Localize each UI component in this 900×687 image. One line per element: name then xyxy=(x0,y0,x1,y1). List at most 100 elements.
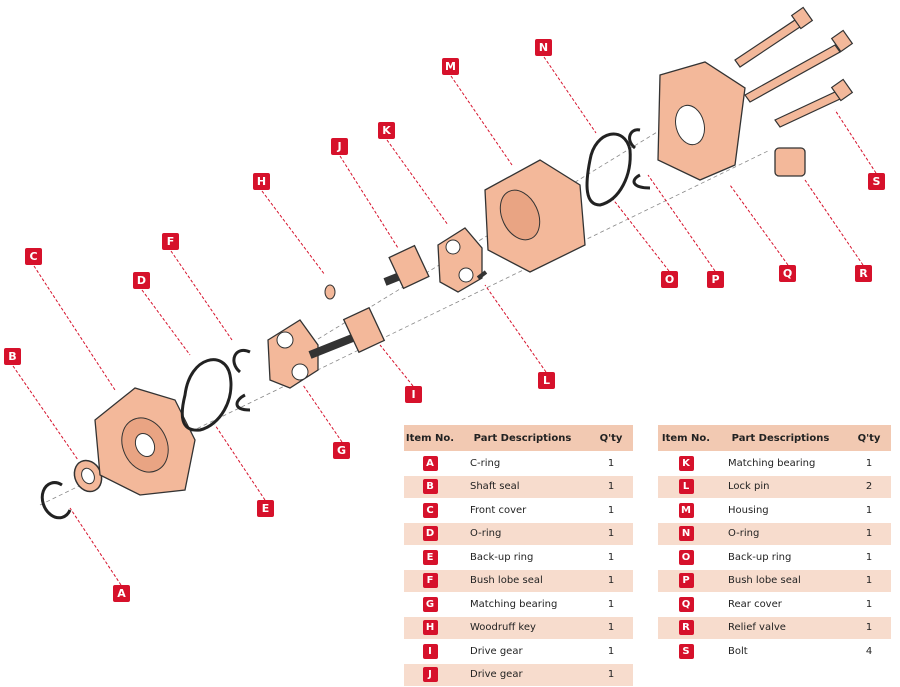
drive-gear-shaft-lower xyxy=(308,331,362,359)
qty-cell: 1 xyxy=(589,498,633,523)
callout-e: E xyxy=(257,500,274,517)
qty-cell: 1 xyxy=(847,451,891,476)
description-cell: Back-up ring xyxy=(456,545,589,570)
callout-s: S xyxy=(868,173,885,190)
callout-q: Q xyxy=(779,265,796,282)
description-cell: Shaft seal xyxy=(456,475,589,499)
item-badge: J xyxy=(422,667,438,683)
description-cell: Relief valve xyxy=(714,616,847,640)
callout-l: L xyxy=(538,372,555,389)
description-cell: Drive gear xyxy=(456,639,589,664)
header-qty: Q'ty xyxy=(847,425,891,452)
callout-h: H xyxy=(253,173,270,190)
description-cell: Bolt xyxy=(714,639,847,664)
item-badge: I xyxy=(422,643,438,659)
callout-b: B xyxy=(4,348,21,365)
item-cell: P xyxy=(658,569,714,593)
callout-f: F xyxy=(162,233,179,250)
item-cell: L xyxy=(658,475,714,499)
bush-lobe-seal-rear-shape xyxy=(628,128,651,190)
item-cell: K xyxy=(658,451,714,476)
item-cell: G xyxy=(404,592,456,617)
item-cell: M xyxy=(658,498,714,523)
header-part-descriptions: Part Descriptions xyxy=(456,425,589,452)
o-ring-rear-shape xyxy=(585,132,632,207)
drive-gear-upper-shape xyxy=(388,244,430,290)
item-cell: B xyxy=(404,475,456,499)
qty-cell: 1 xyxy=(847,498,891,523)
item-badge: B xyxy=(422,479,438,495)
description-cell: Bush lobe seal xyxy=(456,569,589,593)
item-badge: Q xyxy=(678,596,694,612)
item-badge: O xyxy=(678,549,694,565)
description-cell: Housing xyxy=(714,498,847,523)
bolts-shape xyxy=(734,6,854,128)
o-ring-front-shape xyxy=(180,358,233,432)
item-cell: J xyxy=(404,663,456,687)
callout-m: M xyxy=(442,58,459,75)
item-cell: O xyxy=(658,545,714,570)
description-cell: Matching bearing xyxy=(714,451,847,476)
matching-bearing-rear-shape xyxy=(437,227,483,293)
callout-p: P xyxy=(707,271,724,288)
qty-cell: 1 xyxy=(589,663,633,687)
callout-a: A xyxy=(113,585,130,602)
item-cell: R xyxy=(658,616,714,640)
callout-c: C xyxy=(25,248,42,265)
qty-cell: 1 xyxy=(847,592,891,617)
description-cell: Back-up ring xyxy=(714,545,847,570)
item-badge: F xyxy=(422,573,438,589)
item-cell: H xyxy=(404,616,456,640)
qty-cell: 1 xyxy=(589,616,633,640)
item-badge: H xyxy=(422,620,438,636)
header-item-no: Item No. xyxy=(404,425,456,452)
item-cell: I xyxy=(404,639,456,664)
item-cell: C xyxy=(404,498,456,523)
item-cell: A xyxy=(404,451,456,476)
description-cell: Woodruff key xyxy=(456,616,589,640)
qty-cell: 1 xyxy=(589,475,633,499)
callout-k: K xyxy=(378,122,395,139)
item-badge: N xyxy=(678,526,694,542)
drive-gear-lower-shape xyxy=(342,306,386,354)
qty-cell: 1 xyxy=(589,569,633,593)
item-badge: R xyxy=(678,620,694,636)
callout-j: J xyxy=(331,138,348,155)
description-cell: O-ring xyxy=(714,522,847,546)
description-cell: Drive gear xyxy=(456,663,589,687)
assembly-axis-upper xyxy=(299,111,691,351)
header-item-no: Item No. xyxy=(658,425,714,452)
item-badge: M xyxy=(678,502,694,518)
lock-pin-shape xyxy=(476,270,488,280)
qty-cell: 1 xyxy=(589,592,633,617)
item-badge: L xyxy=(678,479,694,495)
description-cell: Bush lobe seal xyxy=(714,569,847,593)
item-badge: C xyxy=(422,502,438,518)
c-ring-shape xyxy=(40,481,72,520)
qty-cell: 1 xyxy=(589,545,633,570)
item-badge: K xyxy=(678,455,694,471)
callout-o: O xyxy=(661,271,678,288)
callout-r: R xyxy=(855,265,872,282)
qty-cell: 1 xyxy=(589,451,633,476)
item-badge: G xyxy=(422,596,438,612)
qty-cell: 1 xyxy=(847,522,891,546)
qty-cell: 1 xyxy=(847,545,891,570)
description-cell: C-ring xyxy=(456,451,589,476)
callout-d: D xyxy=(133,272,150,289)
